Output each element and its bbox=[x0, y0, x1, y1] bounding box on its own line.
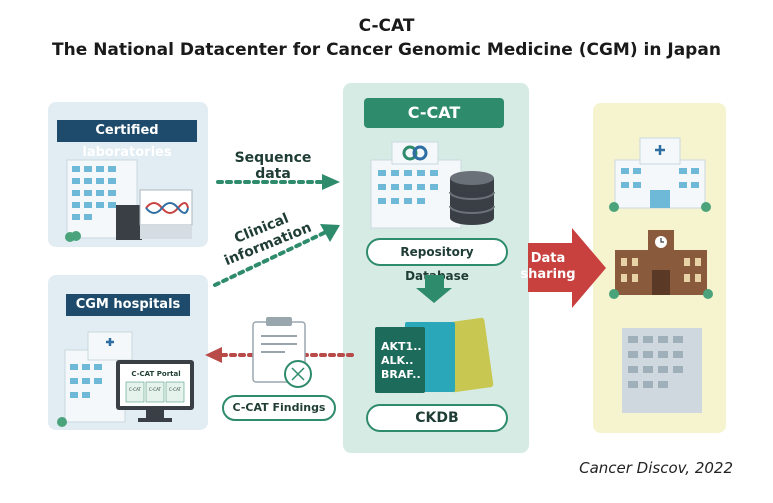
portal-card-2: C-CAT bbox=[149, 387, 161, 392]
portal-title: C-CAT Portal bbox=[131, 370, 180, 378]
ckdb-label: CKDB bbox=[366, 404, 508, 432]
university-icon bbox=[609, 230, 713, 299]
gene-alk: ALK.. bbox=[381, 354, 413, 367]
database-icon bbox=[449, 171, 495, 225]
cgm-hospital-building-icon bbox=[57, 331, 194, 427]
clipboard-report-icon bbox=[252, 317, 312, 388]
data-sharing-line1: Data bbox=[531, 251, 566, 266]
laboratory-building-icon bbox=[65, 159, 193, 242]
c-cat-findings-label: C-CAT Findings bbox=[222, 395, 336, 421]
gene-braf: BRAF.. bbox=[381, 368, 421, 381]
citation: Cancer Discov, 2022 bbox=[579, 459, 733, 477]
portal-card-3: C-CAT bbox=[169, 387, 181, 392]
repository-building-icon bbox=[370, 141, 462, 229]
c-cat-header: C-CAT bbox=[364, 98, 504, 128]
sequence-data-arrow bbox=[216, 174, 340, 190]
portal-card-1: C-CAT bbox=[129, 387, 141, 392]
repository-database-label: Repository Database bbox=[366, 238, 508, 283]
data-sharing-line2: sharing bbox=[520, 267, 575, 282]
office-building-icon bbox=[622, 328, 702, 413]
clinical-information-arrow bbox=[213, 224, 340, 287]
cgm-hospitals-label: CGM hospitals bbox=[66, 294, 190, 316]
gene-akt1: AKT1.. bbox=[381, 340, 422, 353]
page-title: C-CAT bbox=[358, 16, 415, 36]
down-arrow-icon bbox=[416, 275, 452, 303]
page-subtitle: The National Datacenter for Cancer Genom… bbox=[52, 40, 721, 60]
hospital-icon bbox=[609, 137, 711, 212]
data-sharing-arrow bbox=[528, 228, 606, 308]
sequence-data-label: Sequence data bbox=[234, 150, 312, 182]
ckdb-books-icon bbox=[375, 317, 494, 393]
certified-labs-label: Certified laboratories bbox=[57, 120, 197, 160]
